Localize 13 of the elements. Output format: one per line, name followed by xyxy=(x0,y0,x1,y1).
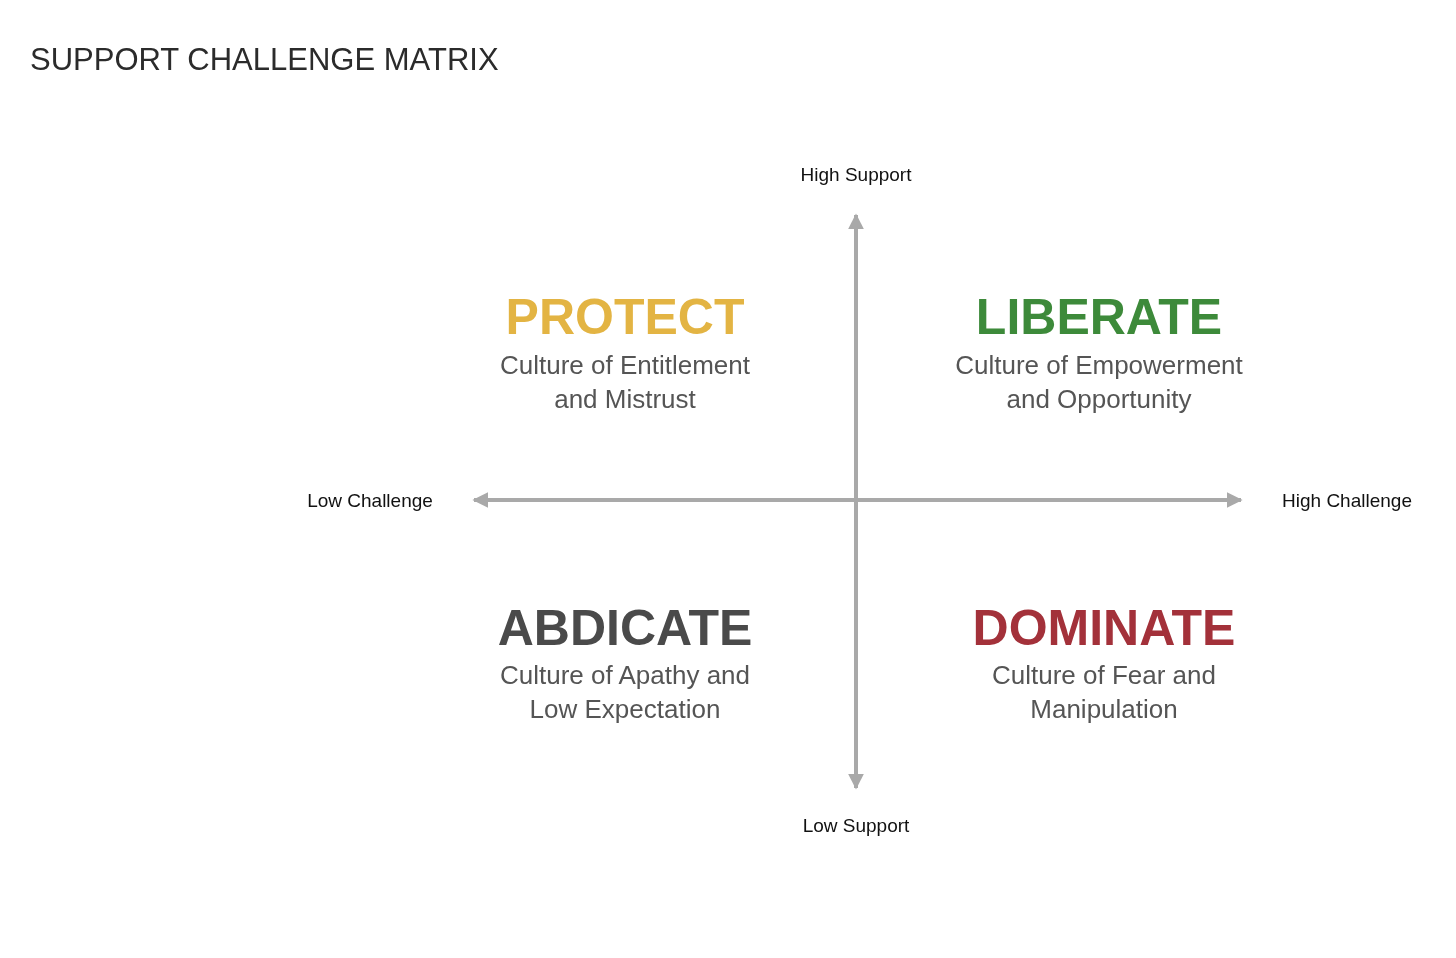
axis-label: High Support xyxy=(800,163,912,187)
quadrant-description: Culture of Fear and Manipulation xyxy=(991,659,1217,726)
quadrant-heading: ABDICATE xyxy=(497,599,753,658)
quadrant-description: Culture of Entitlement and Mistrust xyxy=(499,349,751,416)
quadrant-heading: LIBERATE xyxy=(975,288,1223,347)
axis-label: Low Challenge xyxy=(307,489,433,513)
axis-label: High Challenge xyxy=(1282,489,1412,513)
diagram-title: SUPPORT CHALLENGE MATRIX xyxy=(30,42,499,78)
axis-label: Low Support xyxy=(802,814,910,838)
quadrant-heading: PROTECT xyxy=(505,288,745,347)
quadrant-description: Culture of Empowerment and Opportunity xyxy=(954,349,1244,416)
quadrant-heading: DOMINATE xyxy=(972,599,1236,658)
quadrant-description: Culture of Apathy and Low Expectation xyxy=(498,659,752,726)
